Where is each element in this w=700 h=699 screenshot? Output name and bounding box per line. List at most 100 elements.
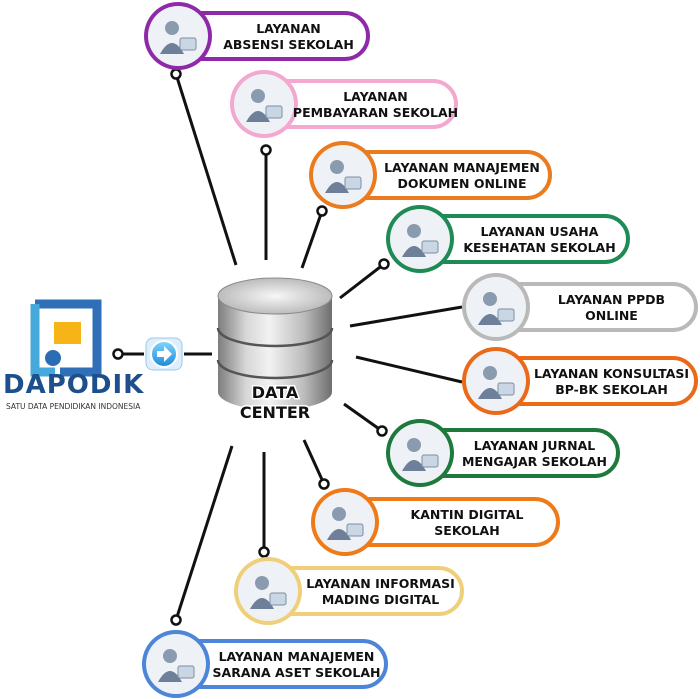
connector-dot-7 <box>376 425 388 437</box>
connector-line-8 <box>302 439 326 485</box>
thumbnail-figure-body <box>250 598 274 609</box>
service-label-line2: MENGAJAR SEKOLAH <box>462 454 607 469</box>
service-thumbnail-icon <box>466 277 526 337</box>
data-center-label-line2: CENTER <box>240 403 310 422</box>
service-label-line2: SARANA ASET SEKOLAH <box>213 665 381 680</box>
service-pill <box>174 639 388 689</box>
service-thumbnail-icon <box>390 423 450 483</box>
service-label-line2: ONLINE <box>585 308 638 323</box>
service-label-line2: KESEHATAN SEKOLAH <box>463 240 615 255</box>
service-label-line2: BP-BK SEKOLAH <box>555 382 668 397</box>
service-pill <box>343 497 560 547</box>
thumbnail-screen <box>177 665 195 679</box>
connector-line-10 <box>174 445 234 621</box>
thumbnail-screen <box>497 308 515 322</box>
thumbnail-figure-head <box>255 576 269 590</box>
connector-dot-4 <box>378 258 390 270</box>
service-label-line2: SEKOLAH <box>434 523 499 538</box>
data-center-label-line1: DATA <box>252 383 299 402</box>
service-label-line1: LAYANAN USAHA <box>481 224 599 239</box>
connector-line-1 <box>174 73 238 266</box>
service-label-line2: ABSENSI SEKOLAH <box>223 37 354 52</box>
connector-line-5 <box>349 305 463 328</box>
service-label-line1: LAYANAN <box>256 21 321 36</box>
thumbnail-figure-head <box>251 89 265 103</box>
thumbnail-figure-head <box>163 649 177 663</box>
service-thumbnail-icon <box>313 145 373 205</box>
service-label-line1: LAYANAN <box>343 89 408 104</box>
service-pill <box>494 282 698 332</box>
connector-dot-2 <box>260 144 272 156</box>
arrow-right-icon[interactable] <box>145 337 183 371</box>
thumbnail-figure-body <box>478 314 502 325</box>
service-label-line1: LAYANAN PPDB <box>558 292 665 307</box>
service-thumbnail-icon <box>148 6 208 66</box>
thumbnail-figure-body <box>402 460 426 471</box>
service-pill <box>418 428 620 478</box>
service-pill <box>262 79 458 129</box>
connector-dot-8 <box>318 478 330 490</box>
service-label-line1: LAYANAN MANAJEMEN <box>219 649 375 664</box>
connector-lines <box>170 68 463 626</box>
dapodik-logo: DAPODIK SATU DATA PENDIDIKAN INDONESIA <box>3 299 144 411</box>
service-thumbnail-icon <box>238 561 298 621</box>
service-label-line1: LAYANAN KONSULTASI <box>534 366 689 381</box>
service-thumbnail-icon <box>390 209 450 269</box>
connector-line-6 <box>355 355 463 384</box>
thumbnail-figure-head <box>165 21 179 35</box>
thumbnail-figure-body <box>325 182 349 193</box>
thumbnail-figure-head <box>332 507 346 521</box>
service-label-line2: DOKUMEN ONLINE <box>397 176 526 191</box>
dapodik-name: DAPODIK <box>3 370 144 400</box>
connector-dot-1 <box>170 68 182 80</box>
thumbnail-figure-head <box>407 438 421 452</box>
connector-dot-3 <box>316 205 328 217</box>
thumbnail-figure-head <box>483 292 497 306</box>
connector-line-3 <box>300 210 324 269</box>
thumbnail-screen <box>421 240 439 254</box>
thumbnail-screen <box>179 37 197 51</box>
thumbnail-screen <box>497 382 515 396</box>
thumbnail-screen <box>346 523 364 537</box>
service-label-line1: KANTIN DIGITAL <box>411 507 524 522</box>
thumbnail-figure-body <box>478 388 502 399</box>
thumbnail-figure-body <box>158 671 182 682</box>
service-pill <box>176 11 370 61</box>
service-thumbnail-icon <box>146 634 206 694</box>
service-pill <box>341 150 552 200</box>
service-label-line1: LAYANAN JURNAL <box>474 438 595 453</box>
thumbnail-figure-head <box>330 160 344 174</box>
service-thumbnail-icon <box>234 74 294 134</box>
dapodik-connector-dot <box>112 348 124 360</box>
service-label-line2: MADING DIGITAL <box>322 592 439 607</box>
connector-line-7 <box>343 402 383 433</box>
service-thumbnail-icon <box>466 351 526 411</box>
service-label-line1: LAYANAN INFORMASI <box>306 576 455 591</box>
dapodik-tagline: SATU DATA PENDIDIKAN INDONESIA <box>6 402 141 411</box>
service-thumbnail-icon <box>315 492 375 552</box>
thumbnail-figure-head <box>483 366 497 380</box>
thumbnail-figure-body <box>160 43 184 54</box>
service-pill <box>266 566 464 616</box>
service-pill <box>418 214 630 264</box>
service-label-line1: LAYANAN MANAJEMEN <box>384 160 540 175</box>
thumbnail-figure-head <box>407 224 421 238</box>
thumbnail-figure-body <box>327 529 351 540</box>
thumbnail-figure-body <box>402 246 426 257</box>
service-pill <box>494 356 698 406</box>
connector-dot-10 <box>170 614 182 626</box>
service-label-line2: PEMBAYARAN SEKOLAH <box>293 105 458 120</box>
thumbnail-screen <box>265 105 283 119</box>
thumbnail-screen <box>344 176 362 190</box>
